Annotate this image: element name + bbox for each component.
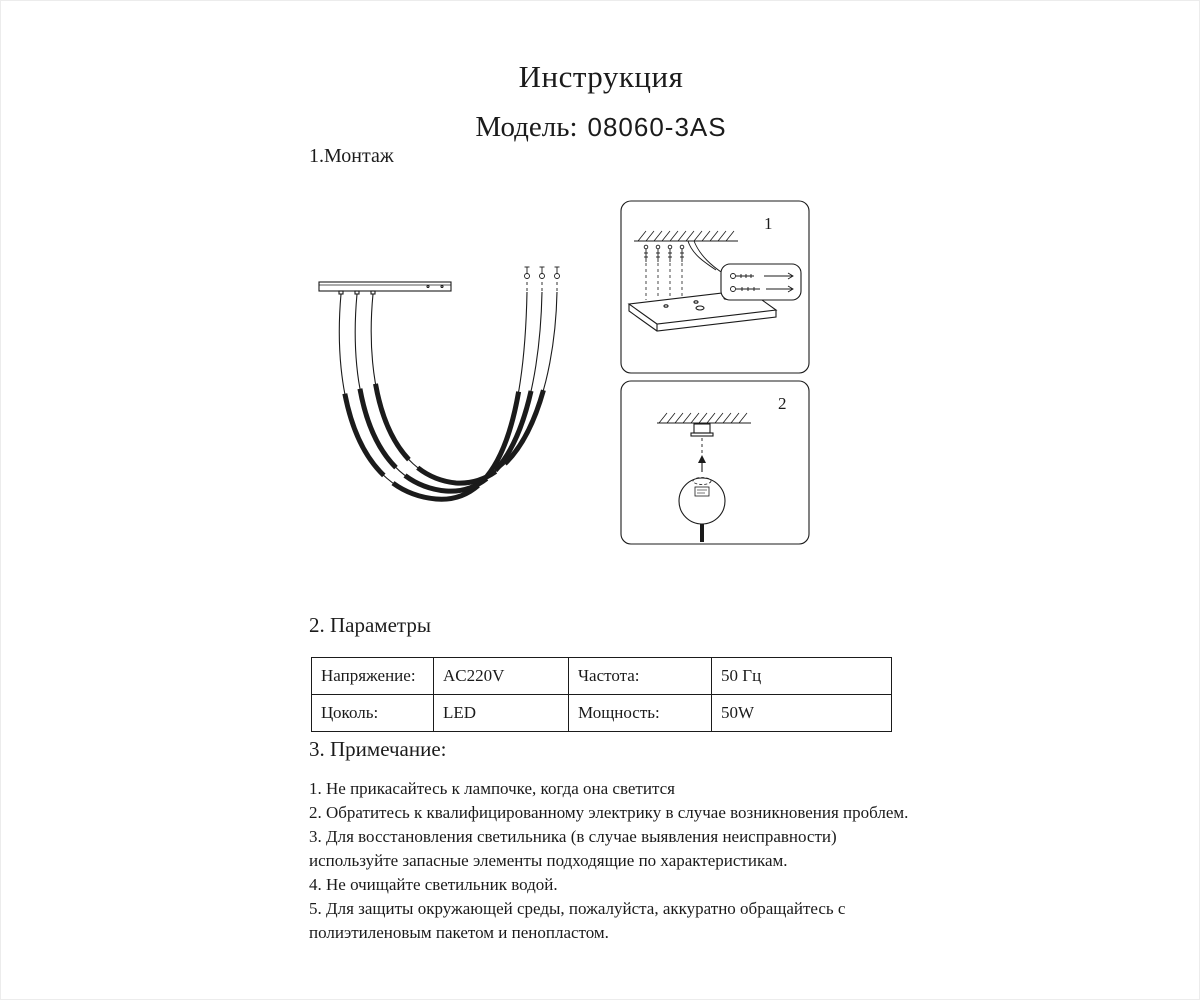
param-value-power: 50W	[711, 694, 892, 732]
param-label-voltage: Напряжение:	[311, 657, 434, 695]
mount-step1-diagram: 1	[620, 200, 810, 374]
param-label-socket: Цоколь:	[311, 694, 434, 732]
screw-icons	[643, 244, 685, 262]
step1-number: 1	[764, 214, 773, 233]
section-params-heading: 2. Параметры	[309, 613, 431, 637]
note-item: 1. Не прикасайтесь к лампочке, когда она…	[309, 779, 675, 798]
table-row: Цоколь: LED Мощность: 50W	[311, 694, 892, 732]
model-value: 08060-3AS	[587, 112, 727, 142]
note-item: 5. Для защиты окружающей среды, пожалуйс…	[309, 899, 846, 942]
model-line: Модель: 08060-3AS	[1, 111, 1199, 144]
cable-plug-icons	[524, 266, 560, 279]
table-row: Напряжение: AC220V Частота: 50 Гц	[311, 657, 892, 695]
lamp-drawing	[318, 266, 560, 502]
note-item: 4. Не очищайте светильник водой.	[309, 875, 558, 894]
bulb-icon	[678, 477, 726, 525]
param-value-frequency: 50 Гц	[711, 657, 892, 695]
step2-number: 2	[778, 394, 787, 413]
param-label-frequency: Частота:	[568, 657, 712, 695]
mount-step2-diagram: 2	[620, 380, 810, 545]
arrow-up-icon	[698, 455, 706, 463]
hardware-detail-icons	[730, 272, 794, 293]
param-label-power: Мощность:	[568, 694, 712, 732]
page-title: Инструкция	[518, 59, 684, 94]
model-label: Модель:	[475, 111, 578, 143]
hardware-callout	[720, 263, 802, 301]
note-item: 3. Для восстановления светильника (в слу…	[309, 827, 837, 870]
param-value-voltage: AC220V	[433, 657, 569, 695]
param-value-socket: LED	[433, 694, 569, 732]
note-item: 2. Обратитесь к квалифицированному элект…	[309, 803, 909, 822]
section-montage-heading: 1.Монтаж	[309, 145, 394, 167]
section-notes-heading: 3. Примечание:	[309, 737, 447, 761]
installation-diagrams: 1 2	[318, 200, 810, 545]
notes-list: 1. Не прикасайтесь к лампочке, когда она…	[309, 777, 909, 945]
params-table: Напряжение: AC220V Частота: 50 Гц Цоколь…	[311, 657, 892, 732]
